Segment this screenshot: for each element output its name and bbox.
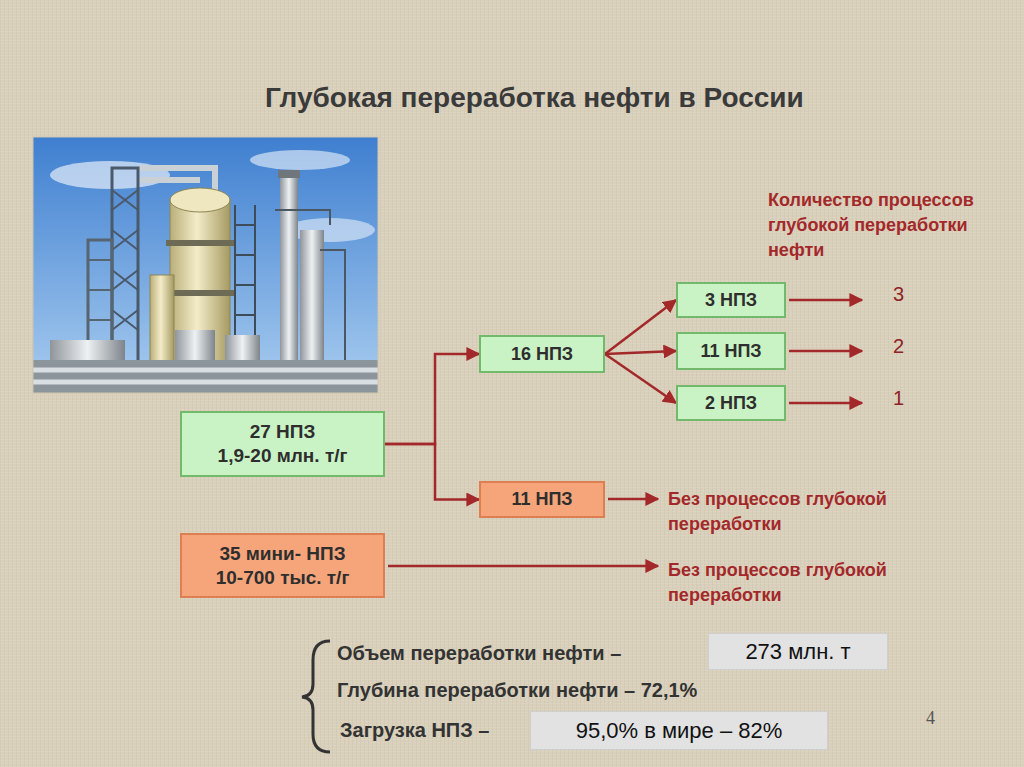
process-count: 2 [893, 335, 904, 358]
slide-title: Глубокая переработка нефти в России [265, 82, 804, 114]
process-count: 1 [893, 387, 904, 410]
pointer-arrow [789, 402, 862, 405]
note: Без процессов глубокой переработки [668, 558, 892, 608]
box-heading: 11 НПЗ [511, 488, 572, 511]
box-subtext: 10-700 тыс. т/г [216, 566, 350, 590]
mini-refinery-box: 35 мини- НПЗ10-700 тыс. т/г [180, 533, 385, 598]
refinery-group-box: 27 НПЗ1,9-20 млн. т/г [180, 411, 385, 477]
connector-arrow [605, 354, 676, 403]
pointer-arrow [388, 565, 658, 568]
stat-label: Загрузка НПЗ – [340, 719, 489, 742]
box-heading: 27 НПЗ [250, 420, 316, 444]
note: Без процессов глубокой переработки [668, 487, 892, 537]
page-number: 4 [926, 708, 935, 729]
box-heading: 3 НПЗ [705, 289, 757, 312]
refinery-group-box: 16 НПЗ [479, 335, 605, 373]
box-heading: 273 млн. т [745, 638, 850, 666]
refinery-group-box: 11 НПЗ [676, 332, 786, 370]
refinery-photo [33, 137, 378, 393]
value-box: 95,0% в мире – 82% [530, 711, 828, 750]
stat-label: Глубина переработки нефти – 72,1% [337, 679, 697, 702]
connector-arrow [605, 300, 676, 354]
box-heading: 11 НПЗ [700, 340, 761, 363]
connector-arrow [605, 351, 676, 354]
column-heading: Количество процессов глубокой переработк… [768, 188, 974, 263]
process-count: 3 [893, 283, 904, 306]
connector-arrow [385, 444, 479, 500]
pointer-arrow [608, 498, 658, 501]
value-box: 273 млн. т [708, 633, 888, 670]
pointer-arrow [789, 299, 862, 302]
refinery-group-box: 3 НПЗ [676, 282, 786, 318]
connector-arrow [385, 354, 479, 444]
box-heading: 35 мини- НПЗ [219, 542, 345, 566]
refinery-group-box: 11 НПЗ [479, 481, 605, 518]
box-heading: 16 НПЗ [511, 343, 573, 366]
box-heading: 95,0% в мире – 82% [576, 717, 783, 745]
stat-label: Объем переработки нефти – [337, 642, 621, 665]
curly-bracket [302, 641, 330, 752]
box-subtext: 1,9-20 млн. т/г [218, 444, 348, 468]
pointer-arrow [789, 350, 862, 353]
box-heading: 2 НПЗ [705, 392, 757, 415]
refinery-group-box: 2 НПЗ [676, 385, 786, 421]
